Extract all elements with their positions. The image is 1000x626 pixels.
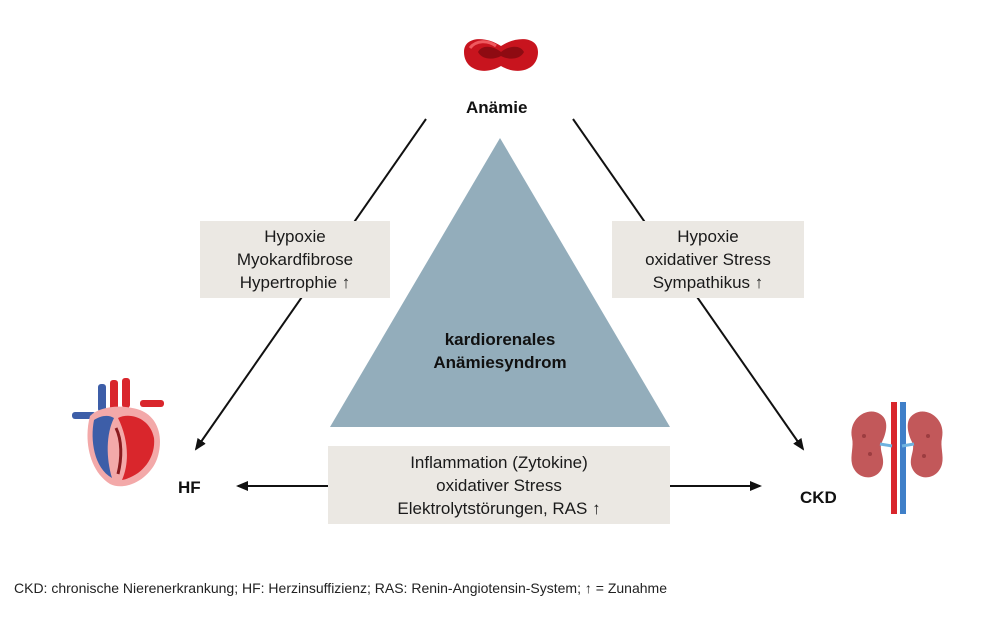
center-label-line2: Anämiesyndrom (433, 353, 567, 372)
box-line: Elektrolytstörungen, RAS (397, 498, 588, 518)
node-ckd: CKD (800, 488, 837, 507)
box-anemia-ckd: Hypoxie oxidativer Stress Sympathikus ↑ (612, 221, 804, 298)
increase-arrow-icon: ↑ (341, 273, 351, 292)
box-anemia-hf: Hypoxie Myokardfibrose Hypertrophie ↑ (200, 221, 390, 298)
increase-arrow-icon: ↑ (592, 498, 601, 518)
heart-icon (72, 378, 164, 487)
box-line: oxidativer Stress (436, 475, 562, 495)
footnote: CKD: chronische Nierenerkrankung; HF: He… (14, 580, 667, 596)
increase-arrow-icon: ↑ (584, 580, 592, 596)
footnote-symbol-meaning: = Zunahme (595, 580, 667, 596)
increase-arrow-icon: ↑ (754, 273, 764, 292)
box-line: Hypertrophie (239, 273, 338, 292)
footnote-text: CKD: chronische Nierenerkrankung; HF: He… (14, 580, 581, 596)
box-line: Myokardfibrose (236, 250, 354, 269)
box-line: oxidativer Stress (645, 250, 771, 269)
node-hf: HF (178, 478, 201, 497)
center-label-line1: kardiorenales (444, 330, 556, 349)
box-line: Inflammation (Zytokine) (410, 452, 588, 472)
red-blood-cell-icon (464, 39, 538, 71)
box-hf-ckd: Inflammation (Zytokine) oxidativer Stres… (328, 446, 670, 524)
kidney-icon (851, 402, 943, 514)
center-label: kardiorenales Anämiesyndrom (400, 328, 600, 374)
box-line: Sympathikus (652, 273, 751, 292)
node-anemia: Anämie (466, 98, 528, 117)
box-line: Hypoxie (264, 227, 326, 246)
box-line: Hypoxie (677, 227, 739, 246)
central-triangle (330, 138, 670, 427)
